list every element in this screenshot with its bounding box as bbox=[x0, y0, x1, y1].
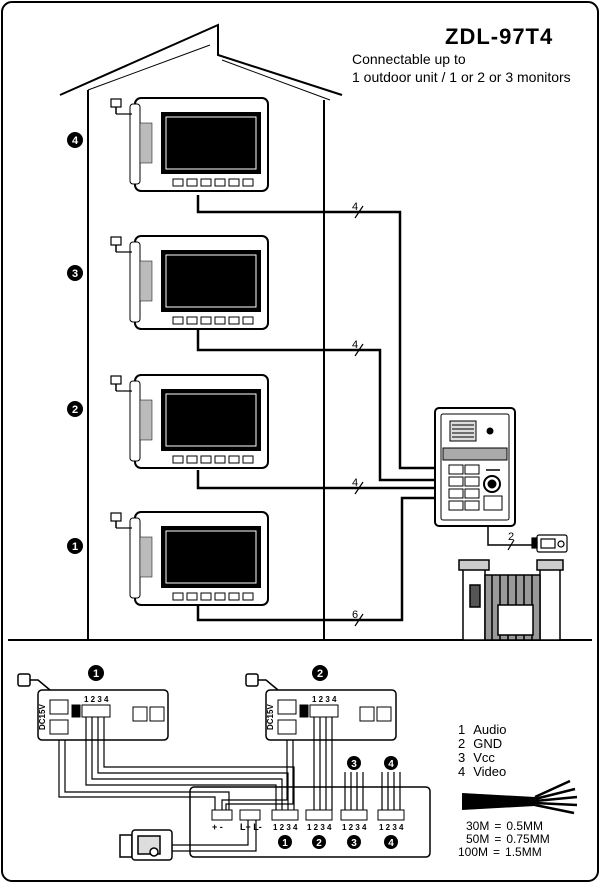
svg-text:4: 4 bbox=[352, 339, 358, 351]
wires bbox=[196, 195, 537, 622]
hub-marker-1 bbox=[278, 835, 292, 849]
floor-marker-3 bbox=[67, 265, 83, 281]
indoor-monitor-3 bbox=[110, 235, 269, 330]
gate bbox=[458, 559, 564, 641]
svg-text:1 2 3 4: 1 2 3 4 bbox=[273, 823, 298, 832]
bottom-lock bbox=[119, 829, 173, 861]
svg-text:2: 2 bbox=[508, 531, 514, 543]
svg-text:4: 4 bbox=[352, 477, 358, 489]
hub-marker-3 bbox=[347, 835, 361, 849]
wire-counts: 4 4 4 6 2 bbox=[352, 201, 515, 627]
monitor1-back-panel: DC15V 1 2 3 4 bbox=[17, 673, 169, 741]
monitor1-marker bbox=[88, 665, 104, 681]
extra-marker-3 bbox=[347, 756, 361, 770]
hub-marker-2 bbox=[312, 835, 326, 849]
wire-floor-3 bbox=[196, 330, 435, 482]
floor-marker-4 bbox=[67, 132, 83, 148]
svg-text:6: 6 bbox=[352, 609, 358, 621]
svg-text:1: 1 bbox=[282, 838, 288, 849]
floor-markers: 4 3 2 1 bbox=[67, 132, 83, 554]
svg-text:4: 4 bbox=[72, 135, 79, 147]
house bbox=[59, 23, 343, 640]
extra-marker-4 bbox=[384, 756, 398, 770]
svg-text:4: 4 bbox=[352, 201, 358, 213]
svg-text:100M=1.5MM: 100M=1.5MM bbox=[458, 845, 542, 859]
svg-text:DC15V: DC15V bbox=[266, 704, 275, 730]
lower-wires bbox=[58, 717, 401, 852]
indoor-monitor-2 bbox=[110, 374, 269, 469]
subtitle-line1: Connectable up to bbox=[352, 51, 466, 67]
monitor2-back-panel: DC15V 1 2 3 4 bbox=[245, 673, 397, 741]
svg-text:1 2 3 4: 1 2 3 4 bbox=[342, 823, 367, 832]
cable-icon bbox=[462, 779, 578, 815]
wire-floor-2 bbox=[196, 470, 435, 490]
svg-text:3: 3 bbox=[72, 268, 78, 280]
svg-text:4: 4 bbox=[388, 838, 394, 849]
subtitle-line2: 1 outdoor unit / 1 or 2 or 3 monitors bbox=[352, 69, 571, 85]
svg-text:3: 3 bbox=[351, 838, 357, 849]
wire-floor-4 bbox=[196, 195, 435, 470]
svg-text:DC15V: DC15V bbox=[38, 704, 47, 730]
outdoor-unit bbox=[434, 407, 516, 527]
svg-text:2: 2 bbox=[72, 404, 78, 416]
svg-text:L+ L-: L+ L- bbox=[240, 822, 262, 832]
hub-marker-4 bbox=[384, 835, 398, 849]
svg-text:2: 2 bbox=[317, 668, 323, 680]
svg-text:1: 1 bbox=[72, 541, 78, 553]
electric-lock bbox=[531, 534, 568, 553]
svg-text:30M=0.5MM: 30M=0.5MM bbox=[466, 819, 543, 833]
wire-lock bbox=[487, 525, 537, 546]
floor-marker-2 bbox=[67, 401, 83, 417]
model-title: ZDL-97T4 bbox=[445, 24, 553, 49]
svg-text:1 2 3 4: 1 2 3 4 bbox=[312, 695, 337, 704]
svg-text:1: 1 bbox=[93, 668, 99, 680]
svg-text:4: 4 bbox=[388, 759, 394, 770]
indoor-monitor-1 bbox=[110, 511, 269, 606]
svg-text:+ -: + - bbox=[212, 822, 223, 832]
svg-text:1 2 3 4: 1 2 3 4 bbox=[307, 823, 332, 832]
indoor-monitor-4 bbox=[110, 97, 269, 192]
svg-text:2: 2 bbox=[316, 838, 322, 849]
wire-floor-1 bbox=[196, 496, 435, 622]
hub-terminals bbox=[211, 809, 405, 821]
svg-text:3: 3 bbox=[351, 759, 357, 770]
floor-marker-1 bbox=[67, 538, 83, 554]
svg-text:1 2 3 4: 1 2 3 4 bbox=[84, 695, 109, 704]
cable-specs: 30M=0.5MM 50M=0.75MM 100M=1.5MM bbox=[458, 819, 550, 859]
indoor-monitors bbox=[110, 97, 269, 606]
monitor2-marker bbox=[312, 665, 328, 681]
svg-text:50M=0.75MM: 50M=0.75MM bbox=[466, 832, 550, 846]
svg-text:1 2 3 4: 1 2 3 4 bbox=[379, 823, 404, 832]
